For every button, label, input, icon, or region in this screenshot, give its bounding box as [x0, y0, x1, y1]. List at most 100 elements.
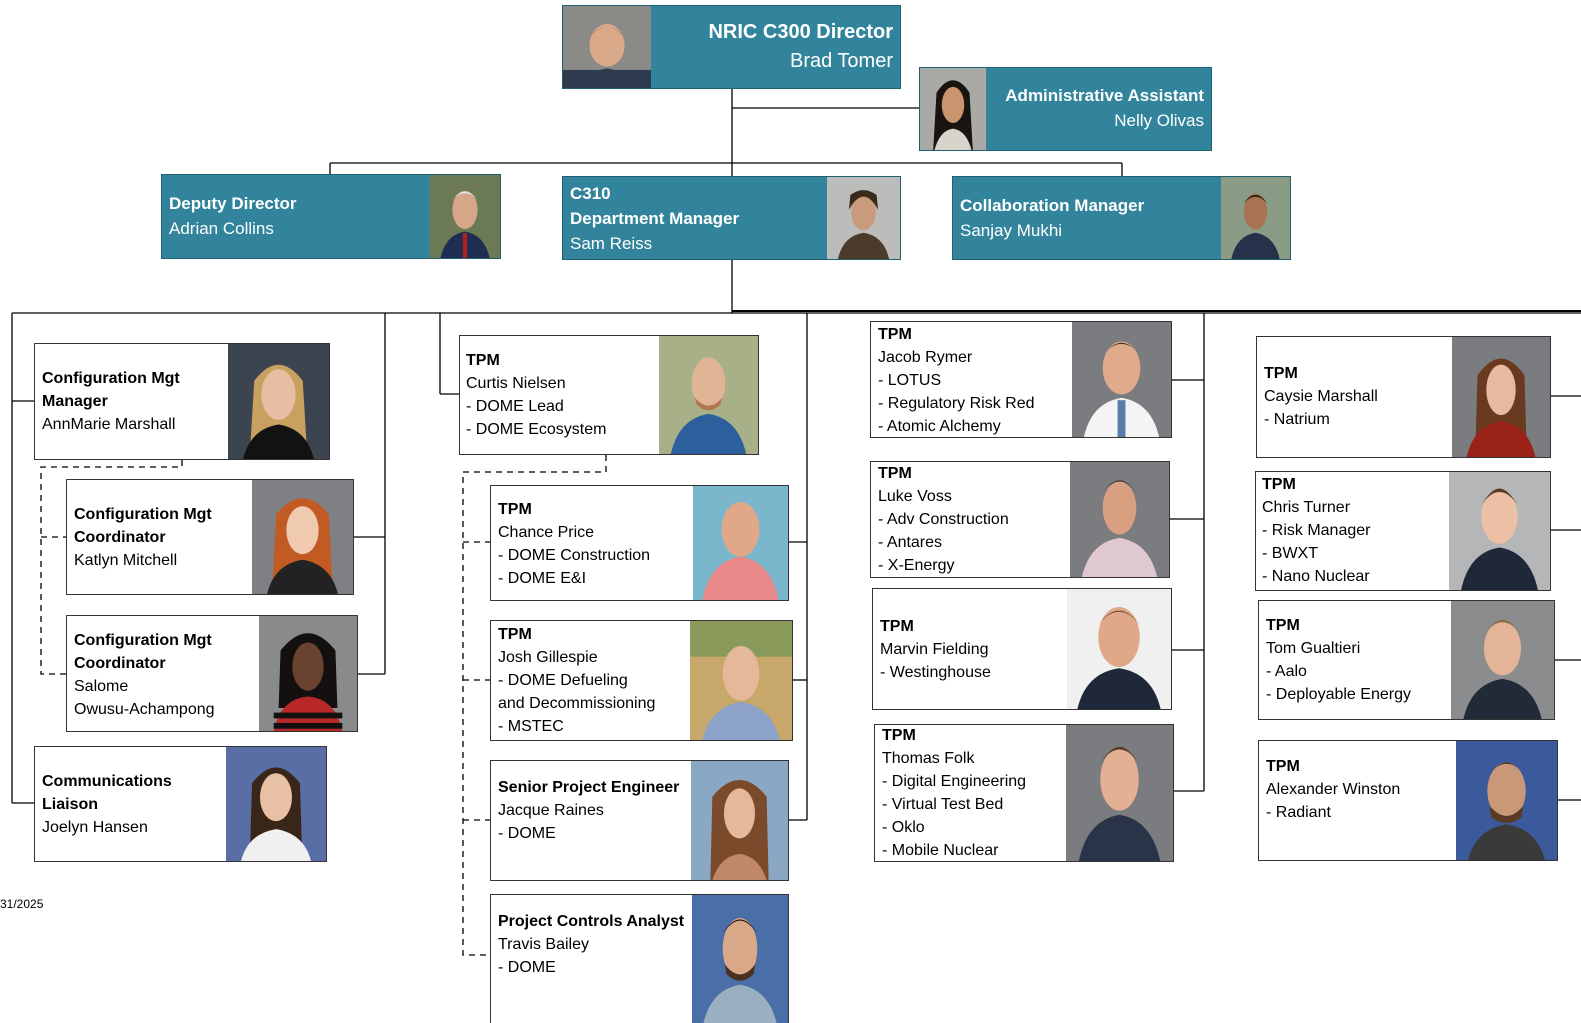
travis-name: Travis Bailey	[498, 936, 589, 953]
jacque-name: Jacque Raines	[498, 802, 604, 819]
alex-name: Alexander Winston	[1266, 781, 1401, 798]
footer-date: 31/2025	[0, 897, 44, 911]
thomas-card: TPM Thomas Folk - Digital Engineering - …	[874, 724, 1174, 862]
collab-name: Sanjay Mukhi	[960, 221, 1063, 240]
c310-photo	[827, 177, 900, 259]
cfg-mgr-name: AnnMarie Marshall	[42, 416, 176, 433]
cfg-coord1-name: Katlyn Mitchell	[74, 552, 178, 569]
thomas-detail4: - Mobile Nuclear	[882, 842, 999, 859]
jacque-detail1: - DOME	[498, 825, 556, 842]
chance-photo	[693, 486, 788, 600]
thomas-title: TPM	[882, 727, 916, 744]
alex-photo	[1456, 741, 1557, 860]
jacob-photo	[1072, 322, 1171, 437]
chance-detail2: - DOME E&I	[498, 570, 587, 587]
cfg-coord2-name1: Salome	[74, 678, 129, 695]
jacob-detail3: - Atomic Alchemy	[878, 418, 1001, 435]
marvin-detail1: - Westinghouse	[880, 664, 991, 681]
josh-detail2: and Decommissioning	[498, 695, 656, 712]
cfg-coord1-title2: Coordinator	[74, 529, 166, 546]
cfg-coord1-card: Configuration Mgt Coordinator Katlyn Mit…	[66, 479, 354, 595]
caysie-photo	[1452, 337, 1550, 457]
josh-detail3: - MSTEC	[498, 718, 564, 735]
thomas-name: Thomas Folk	[882, 750, 975, 767]
c310-line1: C310	[570, 184, 611, 203]
deputy-box: Deputy Director Adrian Collins	[161, 174, 501, 259]
cfg-coord2-title2: Coordinator	[74, 655, 166, 672]
luke-photo	[1070, 462, 1169, 577]
curtis-detail1: - DOME Lead	[466, 398, 564, 415]
josh-title: TPM	[498, 626, 532, 643]
collab-box: Collaboration Manager Sanjay Mukhi	[952, 176, 1291, 260]
cfg-coord1-photo	[252, 480, 353, 594]
comms-card: Communications Liaison Joelyn Hansen	[34, 746, 327, 862]
deputy-name: Adrian Collins	[169, 219, 274, 238]
cfg-mgr-title1: Configuration Mgt	[42, 370, 180, 387]
alex-title: TPM	[1266, 758, 1300, 775]
luke-title: TPM	[878, 465, 912, 482]
thomas-detail3: - Oklo	[882, 819, 925, 836]
chance-card: TPM Chance Price - DOME Construction - D…	[490, 485, 789, 601]
chance-name: Chance Price	[498, 524, 595, 541]
marvin-photo	[1067, 589, 1171, 709]
caysie-card: TPM Caysie Marshall - Natrium	[1256, 336, 1551, 458]
luke-card: TPM Luke Voss - Adv Construction - Antar…	[870, 461, 1170, 578]
c310-name: Sam Reiss	[570, 234, 653, 253]
chance-detail1: - DOME Construction	[498, 547, 651, 564]
tom-photo	[1451, 601, 1554, 719]
thomas-detail1: - Digital Engineering	[882, 773, 1027, 790]
luke-detail1: - Adv Construction	[878, 511, 1009, 528]
josh-name: Josh Gillespie	[498, 649, 598, 666]
jacob-card: TPM Jacob Rymer - LOTUS - Regulatory Ris…	[870, 321, 1172, 438]
travis-detail1: - DOME	[498, 959, 556, 976]
cfg-coord1-title1: Configuration Mgt	[74, 506, 212, 523]
curtis-card: TPM Curtis Nielsen - DOME Lead - DOME Ec…	[459, 335, 759, 455]
tom-title: TPM	[1266, 617, 1300, 634]
caysie-name: Caysie Marshall	[1264, 388, 1378, 405]
cfg-coord2-name2: Owusu-Achampong	[74, 701, 215, 718]
director-box: NRIC C300 Director Brad Tomer	[562, 5, 901, 89]
chris-detail3: - Nano Nuclear	[1262, 568, 1370, 585]
travis-photo	[692, 895, 788, 1023]
thomas-photo	[1066, 725, 1173, 861]
admin-photo	[920, 68, 986, 150]
caysie-title: TPM	[1264, 365, 1298, 382]
travis-card: Project Controls Analyst Travis Bailey -…	[490, 894, 789, 1023]
alex-card: TPM Alexander Winston - Radiant	[1258, 740, 1558, 861]
c310-line2: Department Manager	[570, 209, 740, 228]
curtis-detail2: - DOME Ecosystem	[466, 421, 607, 438]
deputy-title: Deputy Director	[169, 194, 297, 213]
chance-title: TPM	[498, 501, 532, 518]
cfg-mgr-title2: Manager	[42, 393, 108, 410]
luke-name: Luke Voss	[878, 488, 952, 505]
chris-card: TPM Chris Turner - Risk Manager - BWXT -…	[1255, 471, 1551, 591]
cfg-mgr-photo	[228, 344, 329, 459]
curtis-name: Curtis Nielsen	[466, 375, 566, 392]
caysie-detail1: - Natrium	[1264, 411, 1330, 428]
comms-title1: Communications	[42, 773, 172, 790]
josh-photo	[690, 621, 792, 740]
jacque-card: Senior Project Engineer Jacque Raines - …	[490, 760, 789, 881]
chris-photo	[1449, 472, 1550, 590]
director-title: NRIC C300 Director	[708, 21, 893, 43]
admin-box: Administrative Assistant Nelly Olivas	[919, 67, 1212, 151]
curtis-title: TPM	[466, 352, 500, 369]
comms-photo	[226, 747, 326, 861]
curtis-photo	[659, 336, 758, 454]
director-photo	[563, 6, 651, 88]
director-name: Brad Tomer	[789, 50, 893, 72]
c310-box: C310 Department Manager Sam Reiss	[562, 176, 901, 260]
marvin-title: TPM	[880, 618, 914, 635]
jacob-title: TPM	[878, 326, 912, 343]
jacob-detail1: - LOTUS	[878, 372, 942, 389]
marvin-name: Marvin Fielding	[880, 641, 989, 658]
jacque-title: Senior Project Engineer	[498, 779, 680, 796]
admin-title: Administrative Assistant	[1005, 86, 1204, 105]
jacob-name: Jacob Rymer	[878, 349, 973, 366]
cfg-mgr-card: Configuration Mgt Manager AnnMarie Marsh…	[34, 343, 330, 460]
cfg-coord2-title1: Configuration Mgt	[74, 632, 212, 649]
luke-detail3: - X-Energy	[878, 557, 955, 574]
jacob-detail2: - Regulatory Risk Red	[878, 395, 1035, 412]
alex-detail1: - Radiant	[1266, 804, 1331, 821]
